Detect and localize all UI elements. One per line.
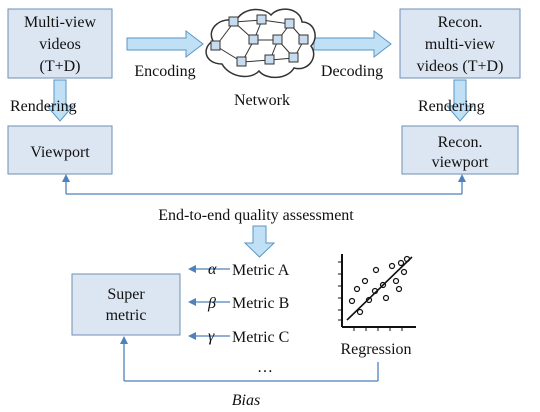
encoding-arrow [126, 29, 204, 59]
recon-videos-line-1: Recon. [438, 14, 483, 31]
recon-videos-box: Recon. multi-view videos (T+D) [399, 8, 521, 79]
metric-b-label: Metric B [232, 295, 289, 312]
viewport-label: Viewport [30, 144, 90, 161]
metric-a-label: Metric A [232, 262, 290, 279]
metric-b: β Metric B [188, 295, 289, 312]
rendering-label-right: Rendering [418, 98, 485, 115]
bias-label: Bias [232, 392, 260, 409]
encoding-label: Encoding [134, 63, 195, 80]
super-metric-line-2: metric [106, 307, 147, 324]
network-label: Network [234, 92, 290, 109]
rendering-label-left: Rendering [10, 98, 77, 115]
recon-videos-line-3: videos (T+D) [417, 58, 504, 75]
regression-label: Regression [340, 341, 411, 358]
network-nodes [210, 14, 309, 67]
recon-viewport-line-1: Recon. [438, 134, 483, 151]
recon-videos-line-2: multi-view [425, 36, 496, 53]
weight-gamma: γ [208, 328, 215, 345]
rendering-arrow-right [445, 79, 475, 122]
decoding-label: Decoding [321, 63, 383, 80]
regression-plot-icon [338, 254, 416, 331]
decoding-arrow [313, 29, 392, 59]
weight-alpha: α [208, 261, 217, 278]
source-videos-box: Multi-view videos (T+D) [7, 8, 113, 79]
source-videos-line-2: videos [39, 36, 81, 53]
viewport-box: Viewport [7, 125, 113, 175]
super-metric-box: Super metric [71, 273, 181, 336]
source-videos-line-3: (T+D) [39, 58, 80, 75]
metric-c-label: Metric C [232, 329, 289, 346]
super-metric-line-1: Super [107, 286, 145, 303]
metric-ellipsis: … [257, 359, 273, 376]
metric-c: γ Metric C [188, 328, 289, 346]
assessment-arrow [243, 225, 276, 258]
viewport-connector [62, 174, 466, 195]
rendering-arrow-left [45, 79, 75, 122]
network-cloud [205, 8, 316, 79]
bias-connector [120, 336, 379, 382]
recon-viewport-box: Recon. viewport [401, 125, 519, 175]
source-videos-line-1: Multi-view [24, 14, 96, 31]
weight-beta: β [207, 295, 216, 312]
recon-viewport-line-2: viewport [432, 154, 489, 171]
assessment-label: End-to-end quality assessment [158, 207, 354, 224]
metric-a: α Metric A [188, 261, 290, 279]
